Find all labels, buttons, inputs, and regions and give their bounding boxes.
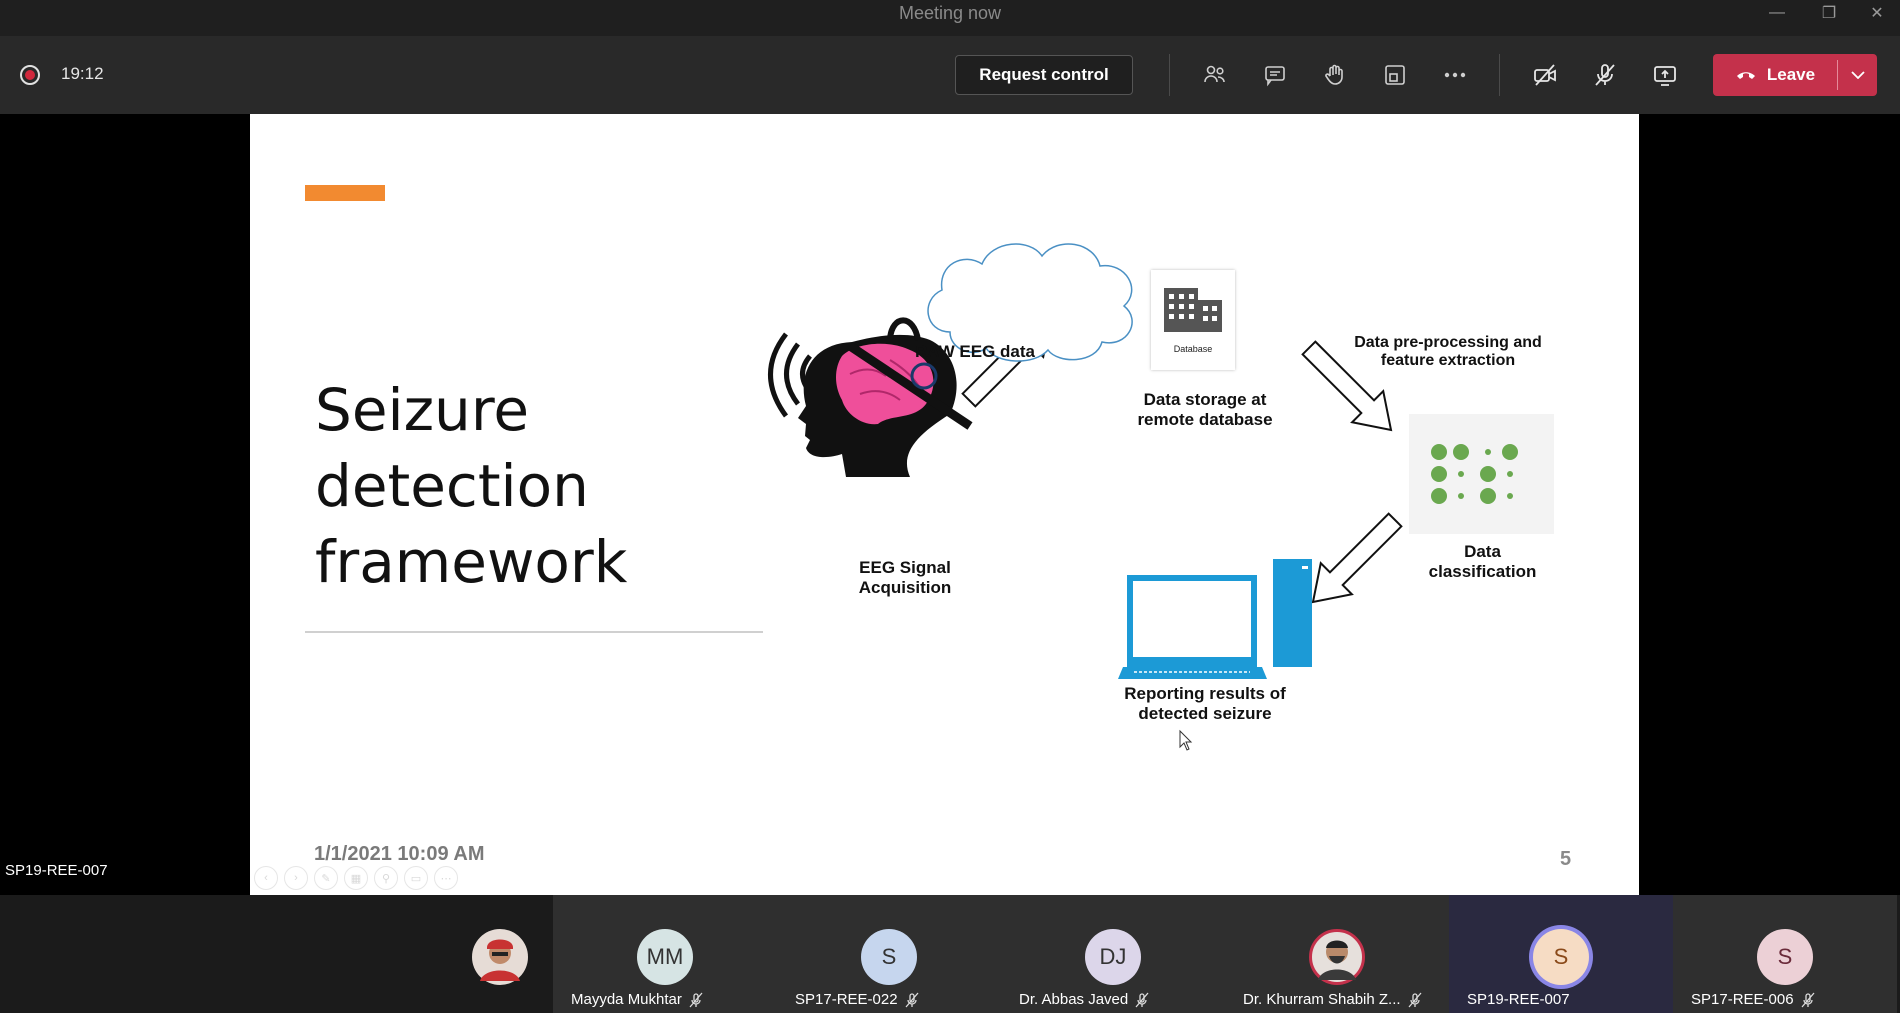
slide-more-icon[interactable]: ⋯ xyxy=(434,866,458,890)
participant-tile[interactable]: S SP17-REE-006 xyxy=(1673,895,1897,1013)
mic-off-icon[interactable] xyxy=(1585,55,1625,95)
slide-next-icon[interactable]: › xyxy=(284,866,308,890)
participant-name-text: Dr. Abbas Javed xyxy=(1019,991,1129,1008)
participant-name: SP19-REE-007 xyxy=(1467,991,1570,1008)
leave-options-chevron-down-icon[interactable] xyxy=(1838,54,1877,96)
slide-subtitle-icon[interactable]: ▭ xyxy=(404,866,428,890)
slide-grid-icon[interactable]: ▦ xyxy=(344,866,368,890)
slide-date: 1/1/2021 10:09 AM xyxy=(314,843,485,865)
slide-previous-icon[interactable]: ‹ xyxy=(254,866,278,890)
framework-diagram xyxy=(768,243,1554,751)
participant-name: SP17-REE-022 xyxy=(795,991,920,1008)
leave-divider xyxy=(1837,60,1838,90)
participant-name-text: Mayyda Mukhtar xyxy=(571,991,682,1008)
toolbar-divider xyxy=(1499,54,1500,96)
more-options-icon[interactable] xyxy=(1435,55,1475,95)
database-card: Database xyxy=(1151,270,1235,370)
leave-button[interactable]: Leave xyxy=(1713,54,1837,96)
slide-title-line: detection xyxy=(315,452,589,520)
presenter-name-tag: SP19-REE-007 xyxy=(5,862,108,879)
raw-eeg-label: RAW EEG data xyxy=(915,342,1035,361)
participant-name-text: SP17-REE-006 xyxy=(1691,991,1794,1008)
participant-name: Mayyda Mukhtar xyxy=(571,991,704,1008)
restore-icon[interactable]: ❐ xyxy=(1821,5,1837,22)
participant-avatar: MM xyxy=(637,929,693,985)
slide-zoom-icon[interactable]: ⚲ xyxy=(374,866,398,890)
hang-up-icon xyxy=(1736,72,1755,79)
preprocessing-label: Data pre-processing and feature extracti… xyxy=(1354,334,1542,369)
request-control-button[interactable]: Request control xyxy=(955,55,1133,95)
slide-title-line: framework xyxy=(315,528,628,596)
participant-photo xyxy=(472,929,528,985)
participant-avatar: S xyxy=(1757,929,1813,985)
slide-title: Seizure detection framework xyxy=(315,372,627,600)
participant-name: SP17-REE-006 xyxy=(1691,991,1816,1008)
slide-pen-icon[interactable]: ✎ xyxy=(314,866,338,890)
mic-muted-icon xyxy=(905,992,919,1007)
camera-off-icon[interactable] xyxy=(1525,55,1565,95)
computer-icon xyxy=(1118,559,1312,679)
participant-avatar: DJ xyxy=(1085,929,1141,985)
breakout-icon[interactable] xyxy=(1375,55,1415,95)
slide-accent-bar xyxy=(305,185,385,201)
participant-photo-avatar xyxy=(1309,929,1365,985)
mic-muted-icon xyxy=(1135,992,1149,1007)
window-titlebar: Meeting now — ❐ ✕ xyxy=(0,0,1900,36)
minimize-icon[interactable]: — xyxy=(1769,4,1785,21)
participant-name: Dr. Khurram Shabih Z... xyxy=(1243,991,1423,1008)
participant-name-text: SP19-REE-007 xyxy=(1467,991,1570,1008)
presentation-slide: Seizure detection framework xyxy=(250,114,1639,895)
eeg-head-icon xyxy=(798,317,973,477)
leave-button-group: Leave xyxy=(1713,54,1877,96)
window-title: Meeting now xyxy=(898,3,1002,23)
cloud-icon xyxy=(927,243,1133,362)
participant-name-text: Dr. Khurram Shabih Z... xyxy=(1243,991,1401,1008)
participant-tile-active-speaker[interactable]: S SP19-REE-007 xyxy=(1449,895,1673,1013)
participant-avatar: S xyxy=(1533,929,1589,985)
data-storage-label: Data storage at remote database xyxy=(1137,390,1273,429)
leave-label: Leave xyxy=(1766,65,1816,84)
participant-name: Dr. Abbas Javed xyxy=(1019,991,1150,1008)
classification-label: Data classification xyxy=(1428,542,1537,581)
participant-photo-avatar xyxy=(472,929,528,985)
raise-hand-icon[interactable] xyxy=(1315,55,1355,95)
recording-icon xyxy=(20,65,40,85)
mouse-cursor-icon xyxy=(1179,729,1193,751)
toolbar-divider xyxy=(1169,54,1170,96)
classification-icon xyxy=(1409,414,1554,534)
signal-waves-icon xyxy=(768,332,812,418)
participants-icon[interactable] xyxy=(1195,55,1235,95)
arrow-to-preprocessing-icon xyxy=(1301,340,1393,432)
participant-tile[interactable]: MM Mayyda Mukhtar xyxy=(553,895,777,1013)
eeg-acquisition-label: EEG Signal Acquisition xyxy=(858,558,952,597)
arrow-to-reporting-icon xyxy=(1311,512,1403,604)
mic-muted-icon xyxy=(689,992,703,1007)
meeting-timer: 19:12 xyxy=(61,64,104,83)
database-caption: Database xyxy=(1173,344,1213,354)
participant-gallery: MM Mayyda Mukhtar S SP17-REE-022 DJ Dr. … xyxy=(0,895,1900,1013)
mic-muted-icon xyxy=(1801,992,1815,1007)
reporting-label: Reporting results of detected seizure xyxy=(1124,684,1286,723)
participant-name-text: SP17-REE-022 xyxy=(795,991,898,1008)
participant-tile[interactable]: Dr. Khurram Shabih Z... xyxy=(1225,895,1449,1013)
slide-title-rule xyxy=(305,631,763,633)
building-icon xyxy=(1164,288,1222,332)
mic-muted-icon xyxy=(1408,992,1422,1007)
chat-icon[interactable] xyxy=(1255,55,1295,95)
slide-title-line: Seizure xyxy=(315,376,530,444)
participant-tile[interactable]: DJ Dr. Abbas Javed xyxy=(1001,895,1225,1013)
meeting-toolbar: 19:12 Request control Leave xyxy=(0,36,1900,114)
share-screen-icon[interactable] xyxy=(1645,55,1685,95)
participant-tile[interactable]: S SP17-REE-022 xyxy=(777,895,1001,1013)
slide-number: 5 xyxy=(1560,848,1572,870)
participant-photo xyxy=(1318,940,1356,980)
close-icon[interactable]: ✕ xyxy=(1870,5,1884,22)
participant-avatar: S xyxy=(861,929,917,985)
